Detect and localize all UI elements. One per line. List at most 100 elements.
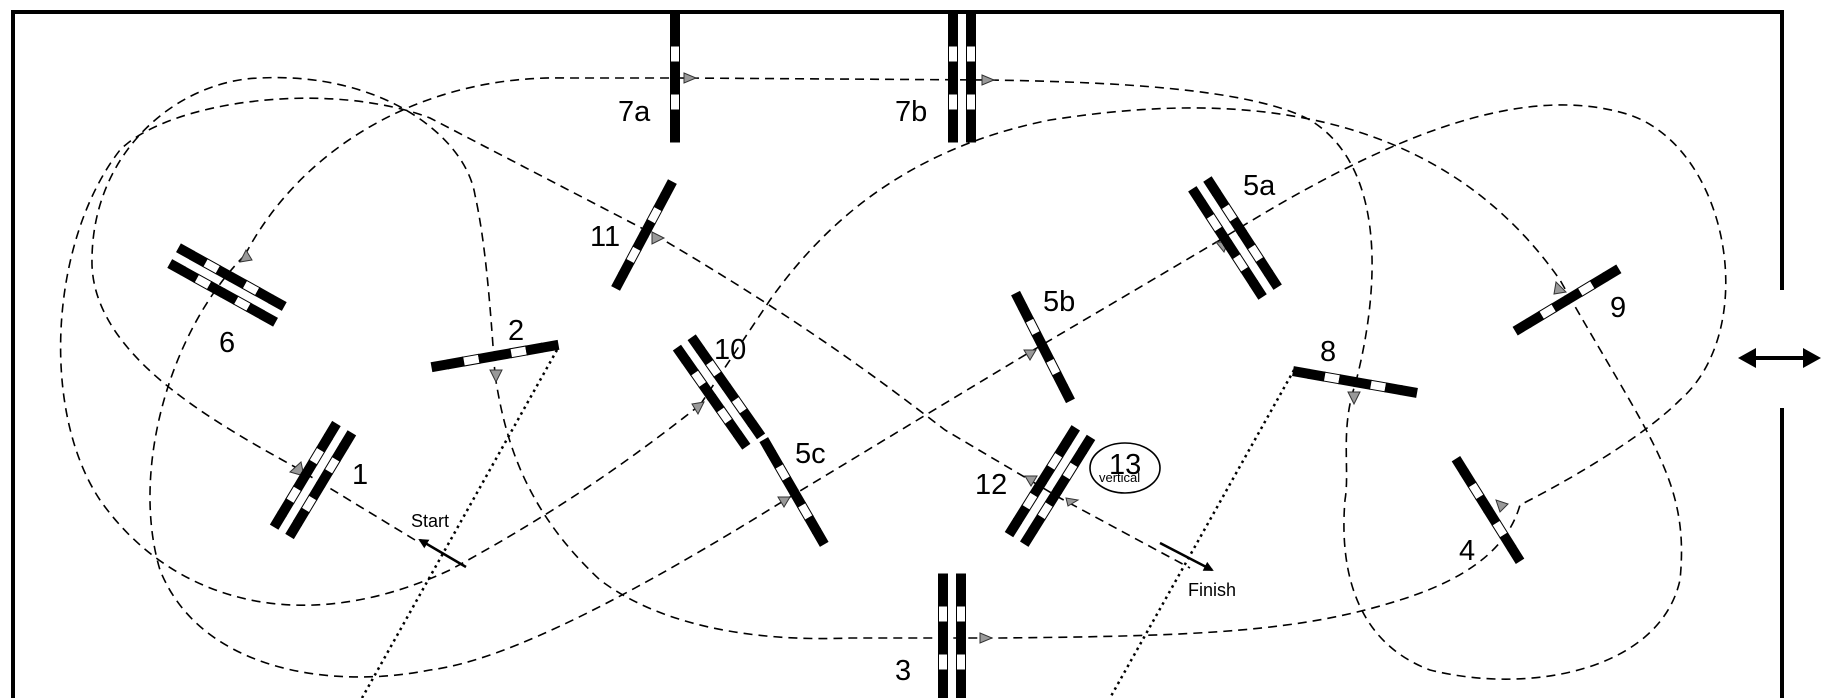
obstacle-label-9: 9 bbox=[1610, 292, 1626, 324]
pole-segment bbox=[525, 342, 544, 356]
pole-segment bbox=[956, 573, 966, 591]
pole-segment bbox=[339, 430, 357, 450]
pole-segment bbox=[938, 685, 948, 698]
obstacle-9 bbox=[1512, 264, 1622, 336]
obstacle-5b bbox=[1011, 290, 1075, 404]
joker-number: 13 bbox=[1109, 449, 1141, 481]
obstacle-6 bbox=[167, 243, 287, 327]
direction-arrows bbox=[239, 72, 1568, 644]
pole-segment bbox=[938, 653, 948, 671]
finish-label: Finish bbox=[1188, 580, 1236, 600]
pole-segment bbox=[660, 179, 677, 199]
pole-segment bbox=[1058, 384, 1075, 404]
pole-segment bbox=[948, 29, 958, 47]
pole-segment bbox=[670, 93, 680, 111]
obstacle-3 bbox=[938, 573, 966, 698]
obstacle-12 bbox=[1004, 425, 1096, 547]
pole-segment bbox=[1369, 379, 1388, 393]
pole-segment bbox=[1077, 434, 1096, 455]
pole-segment bbox=[733, 430, 751, 450]
pole-segment bbox=[1602, 264, 1622, 282]
pole-segment bbox=[446, 356, 465, 370]
obstacle-label-11: 11 bbox=[590, 221, 620, 253]
pole-segment bbox=[938, 637, 948, 655]
obstacle-label-10: 10 bbox=[714, 334, 746, 366]
joker-caption: vertical bbox=[1099, 470, 1140, 485]
pole-segment bbox=[462, 353, 481, 367]
obstacle-label-5b: 5b bbox=[1043, 286, 1075, 318]
pole-segment bbox=[948, 109, 958, 127]
finish-line bbox=[1108, 369, 1296, 698]
pole-segment bbox=[966, 93, 976, 111]
pole-segment bbox=[956, 653, 966, 671]
obstacle-4 bbox=[1451, 456, 1525, 564]
arena-fence bbox=[11, 10, 1784, 698]
obstacle-label-5c: 5c bbox=[795, 438, 826, 470]
obstacle-7b bbox=[948, 13, 976, 143]
pole-segment bbox=[540, 339, 560, 353]
start-line bbox=[360, 349, 559, 698]
start-label: Start bbox=[411, 511, 449, 531]
pole-segment bbox=[493, 348, 513, 362]
pole-segment bbox=[430, 359, 450, 373]
pole-segment bbox=[956, 589, 966, 607]
pole-segment bbox=[956, 685, 966, 698]
pole-segment bbox=[670, 109, 680, 127]
pole-segment bbox=[948, 77, 958, 95]
obstacle-label-5a: 5a bbox=[1243, 170, 1276, 202]
pole-segment bbox=[966, 13, 976, 31]
obstacle-2 bbox=[430, 339, 560, 373]
obstacle-label-4: 4 bbox=[1459, 535, 1475, 567]
obstacle-label-6: 6 bbox=[219, 327, 235, 359]
pole-segment bbox=[956, 621, 966, 639]
pole-segment bbox=[948, 13, 958, 31]
pole-segment bbox=[948, 45, 958, 63]
pole-segment bbox=[938, 605, 948, 623]
pole-segment bbox=[1062, 425, 1080, 445]
pole-segment bbox=[1399, 385, 1418, 398]
pole-segment bbox=[1322, 371, 1341, 385]
pole-segment bbox=[259, 310, 278, 327]
obstacle-5c bbox=[759, 437, 829, 547]
pole-segment bbox=[1249, 280, 1267, 300]
pole-segment bbox=[938, 573, 948, 591]
obstacle-label-2: 2 bbox=[508, 315, 524, 347]
obstacle-7a bbox=[670, 13, 680, 143]
pole-segment bbox=[1384, 382, 1403, 396]
pole-segment bbox=[966, 109, 976, 127]
pole-segment bbox=[477, 350, 497, 364]
obstacle-label-7a: 7a bbox=[618, 96, 651, 128]
pole-segment bbox=[670, 45, 680, 63]
pole-segment bbox=[670, 61, 680, 79]
pole-segment bbox=[267, 294, 287, 311]
pole-segment bbox=[747, 420, 766, 440]
pole-segment bbox=[670, 125, 680, 143]
obstacle-label-8: 8 bbox=[1320, 336, 1336, 368]
obstacle-label-7b: 7b bbox=[895, 96, 927, 128]
pole-segment bbox=[1292, 366, 1311, 379]
entrance-double-arrow-icon bbox=[1738, 348, 1821, 368]
obstacle-10 bbox=[672, 334, 766, 450]
pole-segment bbox=[509, 345, 528, 359]
pole-segment bbox=[1307, 368, 1326, 382]
pole-segment bbox=[670, 29, 680, 47]
pole-segment bbox=[966, 77, 976, 95]
pole-segment bbox=[938, 589, 948, 607]
pole-segment bbox=[966, 61, 976, 79]
riding-route bbox=[59, 76, 1727, 680]
pole-segment bbox=[966, 125, 976, 143]
obstacle-label-3: 3 bbox=[895, 655, 911, 687]
pole-segment bbox=[670, 77, 680, 95]
pole-segment bbox=[956, 669, 966, 687]
obstacle-1 bbox=[269, 420, 357, 540]
finish-marker: Finish bbox=[1159, 541, 1236, 600]
pole-segment bbox=[811, 528, 829, 547]
pole-segment bbox=[948, 125, 958, 143]
pole-segment bbox=[956, 637, 966, 655]
obstacle-labels: 1 2 3 4 5a 5b 5c 6 7a 7b 8 9 10 11 12 bbox=[219, 96, 1626, 687]
obstacle-5a bbox=[1188, 176, 1282, 300]
pole-segment bbox=[1264, 270, 1282, 290]
obstacle-label-1: 1 bbox=[352, 459, 368, 491]
pole-segment bbox=[966, 45, 976, 63]
